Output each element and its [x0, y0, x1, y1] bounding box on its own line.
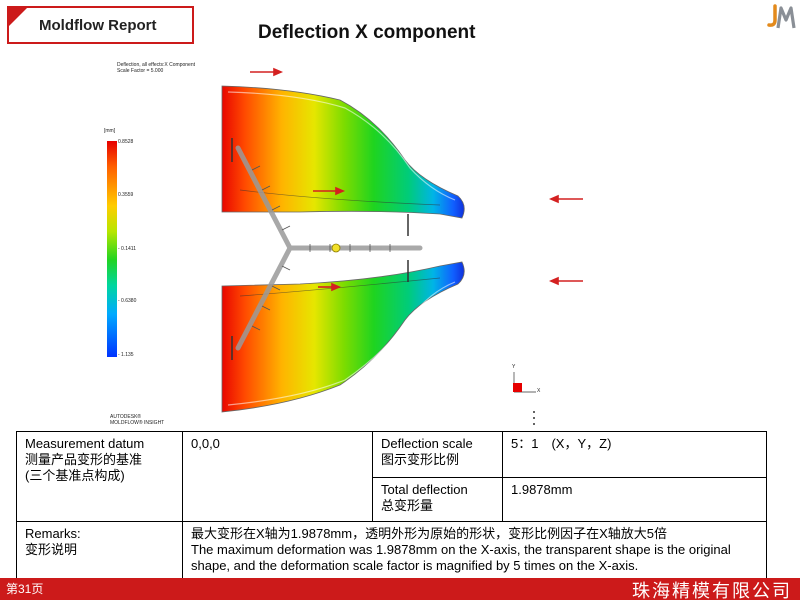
total-label-cell: Total deflection 总变形量 — [372, 477, 503, 522]
upper-part — [221, 85, 465, 219]
axis-triad — [513, 372, 536, 425]
lower-part — [221, 261, 465, 413]
lower-inner-rib — [239, 277, 441, 297]
datum-value: 0,0,0 — [182, 431, 373, 522]
badge-label: Moldflow Report — [39, 17, 157, 34]
remarks-label-en: Remarks: — [25, 526, 81, 541]
plot-caption-scale: Scale Factor = 5.000 — [117, 68, 164, 74]
legend-tick-min: - 1.135 — [118, 352, 134, 358]
scale-label-cell: Deflection scale 图示变形比例 — [372, 431, 503, 478]
report-badge: Moldflow Report — [7, 6, 194, 44]
datum-label-cell: Measurement datum 测量产品变形的基准 (三个基准点构成) — [16, 431, 183, 522]
runner-system — [235, 145, 423, 351]
legend-tick-max: 0.8528 — [118, 139, 134, 145]
gate-pins — [231, 138, 409, 360]
footer-bar — [0, 578, 800, 600]
scale-label-en: Deflection scale — [381, 436, 473, 451]
color-legend-bar — [107, 141, 117, 357]
lower-part-outline — [227, 281, 456, 406]
remarks-en: The maximum deformation was 1.9878mm on … — [191, 542, 731, 573]
company-logo — [767, 4, 796, 29]
software-brand: AUTODESK® MOLDFLOW® INSIGHT — [110, 414, 164, 426]
total-label-en: Total deflection — [381, 482, 468, 497]
upper-part-outline — [227, 91, 456, 201]
runner-ticks — [251, 165, 391, 331]
company-name: 珠海精模有限公司 — [632, 581, 792, 602]
direction-arrows — [250, 67, 583, 292]
datum-label-cn: 测量产品变形的基准 — [25, 452, 143, 467]
scale-value: 5：1 (X，Y，Z) — [502, 431, 767, 478]
total-value: 1.9878mm — [502, 477, 767, 522]
remarks-label-cell: Remarks: 变形说明 — [16, 521, 183, 580]
legend-tick-4: - 0.6380 — [118, 298, 137, 304]
remarks-label-cn: 变形说明 — [25, 542, 78, 557]
datum-label-note: (三个基准点构成) — [25, 468, 125, 483]
remarks-text-cell: 最大变形在X轴为1.9878mm，透明外形为原始的形状，变形比例因子在X轴放大5… — [182, 521, 767, 580]
legend-tick-2: 0.3559 — [118, 192, 134, 198]
page-number: 第31页 — [6, 582, 44, 596]
plot-caption-result: Deflection, all effects:X Component — [117, 62, 196, 68]
badge-corner — [7, 6, 29, 28]
slide-title: Deflection X component — [258, 22, 476, 43]
axis-x-label: X — [537, 388, 541, 394]
remarks-cn: 最大变形在X轴为1.9878mm，透明外形为原始的形状，变形比例因子在X轴放大5… — [191, 526, 667, 541]
injection-point — [331, 243, 341, 253]
plot-caption: Deflection, all effects:X Component Scal… — [117, 62, 195, 74]
legend-tick-3: - 0.1411 — [118, 246, 136, 252]
legend-unit: [mm] — [104, 128, 116, 134]
brand-autodesk: AUTODESK® — [110, 414, 142, 420]
total-label-cn: 总变形量 — [381, 498, 434, 513]
axis-y-label: Y — [512, 364, 516, 370]
datum-label-en: Measurement datum — [25, 436, 145, 451]
scale-label-cn: 图示变形比例 — [381, 452, 460, 467]
measurement-table: Measurement datum 测量产品变形的基准 (三个基准点构成) 0,… — [16, 431, 767, 580]
brand-moldflow: MOLDFLOW® INSIGHT — [110, 420, 165, 426]
